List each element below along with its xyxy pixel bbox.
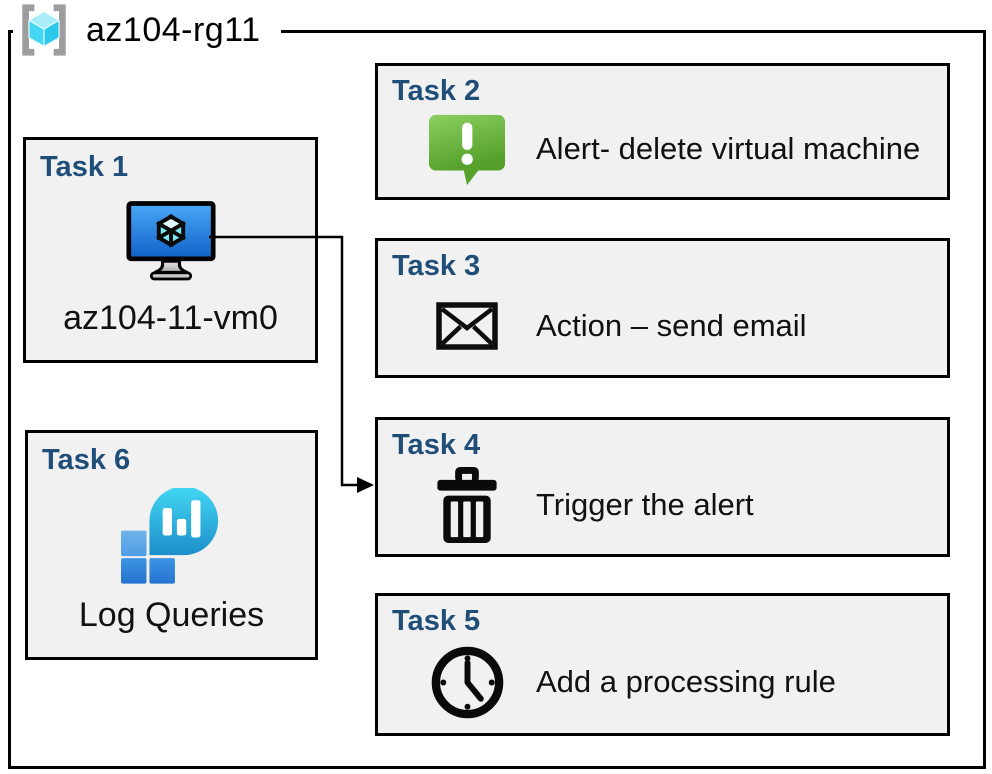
task-2-label: Alert- delete virtual machine [536,131,921,167]
task-2-box: Task 2 Alert- delete virtual machine [375,63,950,200]
task-5-label: Add a processing rule [536,664,836,700]
task-4-title: Task 4 [392,429,481,461]
task-3-label: Action – send email [536,307,807,343]
task-5-box: Task 5 Add a processing rule [375,593,950,736]
task-2-title: Task 2 [392,75,481,107]
email-icon [416,302,518,350]
task-5-title: Task 5 [392,605,481,637]
task-1-title: Task 1 [40,151,129,183]
task-1-label: az104-11-vm0 [63,299,278,337]
task-4-label: Trigger the alert [536,486,754,522]
task-6-title: Task 6 [42,444,131,476]
task-1-box: Task 1 [23,137,318,363]
virtual-machine-icon [40,184,301,299]
resource-group-header: az104-rg11 [13,0,281,60]
task-6-label: Log Queries [78,596,265,634]
resource-group-icon [15,1,73,59]
alert-icon [416,110,518,188]
task-6-box: Task 6 [25,430,318,660]
clock-icon [416,644,518,721]
log-queries-icon [42,477,301,596]
task-4-box: Task 4 Trigger the alert [375,417,950,557]
task-3-title: Task 3 [392,250,481,282]
resource-group-name: az104-rg11 [86,10,261,49]
task-3-box: Task 3 Action – send email [375,238,950,378]
trash-icon [416,466,518,544]
